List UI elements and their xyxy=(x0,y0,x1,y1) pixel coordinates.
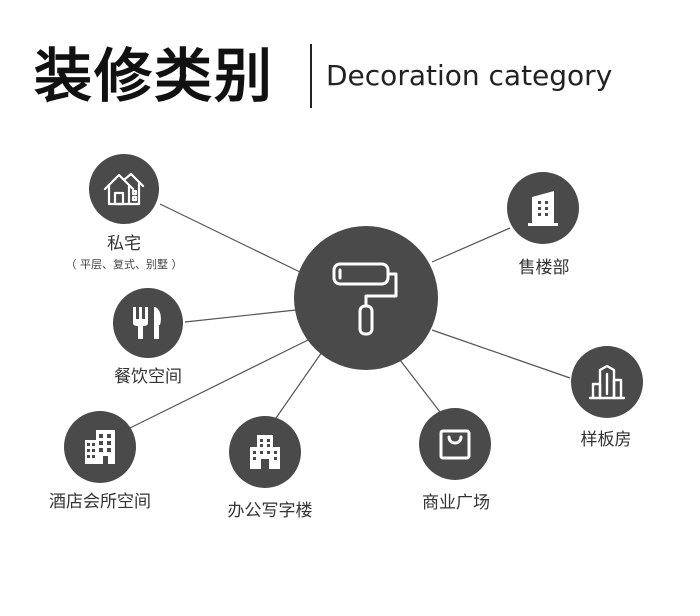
node-showroom[interactable] xyxy=(571,346,643,418)
node-office[interactable] xyxy=(229,416,301,488)
node-dining[interactable] xyxy=(113,288,183,358)
hotel-building-icon xyxy=(85,430,115,464)
hub-node xyxy=(294,226,438,370)
connector-residence xyxy=(159,203,301,273)
label-residence: 私宅 xyxy=(107,234,141,254)
page-title: 装修类别 xyxy=(34,42,275,110)
node-residence[interactable] xyxy=(89,154,159,224)
connector-commercial xyxy=(399,359,441,413)
houses-icon xyxy=(103,172,145,206)
connector-office xyxy=(275,351,323,419)
connector-sales-office xyxy=(431,227,511,263)
sublabel-residence: （ 平层、复式、别墅 ） xyxy=(65,258,183,271)
tower-building-icon xyxy=(528,191,558,226)
label-commercial: 商业广场 xyxy=(422,493,490,513)
node-hotel[interactable] xyxy=(64,411,136,483)
shopping-bag-icon xyxy=(439,429,471,460)
label-office: 办公写字楼 xyxy=(227,501,313,521)
node-commercial[interactable] xyxy=(419,408,491,480)
connector-dining xyxy=(184,309,297,323)
connector-showroom xyxy=(431,329,571,379)
node-sales-office[interactable] xyxy=(507,172,579,244)
label-showroom: 样板房 xyxy=(580,430,632,450)
label-dining: 餐饮空间 xyxy=(114,367,182,387)
page-subtitle: Decoration category xyxy=(326,59,613,92)
office-building-icon xyxy=(250,435,280,469)
title-divider xyxy=(310,44,312,108)
connector-hotel xyxy=(129,339,309,429)
label-hotel: 酒店会所空间 xyxy=(49,492,151,512)
fork-knife-icon xyxy=(133,307,161,339)
header: 装修类别 Decoration category xyxy=(34,40,674,112)
city-buildings-icon xyxy=(588,364,626,400)
paint-roller-icon xyxy=(332,262,398,336)
label-sales-office: 售楼部 xyxy=(518,258,570,278)
